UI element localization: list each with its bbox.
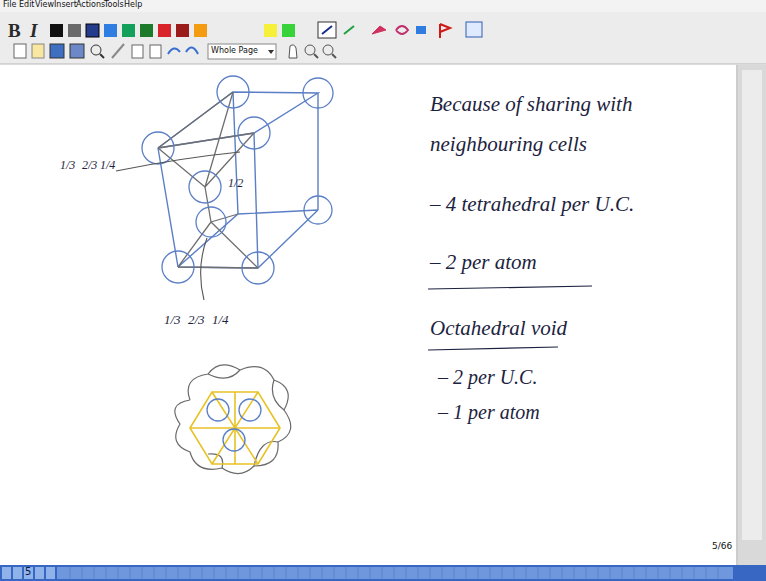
scroll-thumb	[742, 70, 762, 540]
toolbar	[0, 12, 766, 64]
handwritten-note: – 2 per atom	[430, 250, 537, 275]
atom-circles	[142, 76, 333, 284]
menu-item: View	[35, 0, 54, 9]
page-number: 5/66	[712, 541, 732, 551]
menu-item: Actions	[76, 0, 105, 9]
handwritten-note: – 1 per atom	[438, 401, 540, 424]
menu-bar	[0, 0, 766, 12]
menu-item: File	[3, 0, 16, 9]
outer-atoms	[175, 365, 291, 474]
menu-item: Help	[124, 0, 142, 9]
menu-item: Edit	[19, 0, 35, 9]
hexagon-lattice	[190, 392, 280, 464]
scrollbar	[738, 65, 766, 565]
status-bar	[0, 565, 766, 581]
page-tab-marks	[70, 567, 718, 579]
page-tab-number: 5	[25, 566, 31, 577]
fraction-coordinate: 1/4	[100, 158, 115, 173]
underlines	[428, 286, 592, 350]
page-tabs	[2, 567, 733, 579]
fraction-coordinate: 1/4	[212, 312, 229, 328]
handwritten-note: – 4 tetrahedral per U.C.	[430, 192, 634, 217]
tetrahedra-lines	[158, 92, 258, 268]
page-edge	[737, 65, 738, 565]
handwritten-heading: Octahedral void	[430, 316, 567, 341]
zoom-dropdown: Whole Page	[211, 46, 258, 55]
menu-item: Tools	[104, 0, 124, 9]
italic-button: I	[30, 20, 37, 42]
leader-lines	[116, 152, 240, 300]
fraction-coordinate: 1/3	[60, 158, 75, 173]
handwritten-note: – 2 per U.C.	[438, 366, 537, 389]
bold-button: B	[8, 20, 21, 42]
toolbar-edge	[0, 64, 766, 65]
fraction-coordinate: 1/3	[164, 312, 181, 328]
fraction-coordinate: 1/2	[228, 176, 243, 191]
tool-icons	[14, 22, 482, 59]
fraction-coordinate: 2/3	[82, 158, 97, 173]
menu-item: Insert	[54, 0, 77, 9]
color-swatches	[50, 24, 295, 37]
handwritten-note: Because of sharing with neighbouring cel…	[430, 84, 665, 164]
layer-atoms	[207, 399, 261, 451]
unit-cell-frame	[158, 92, 318, 268]
fraction-coordinate: 2/3	[188, 312, 205, 328]
